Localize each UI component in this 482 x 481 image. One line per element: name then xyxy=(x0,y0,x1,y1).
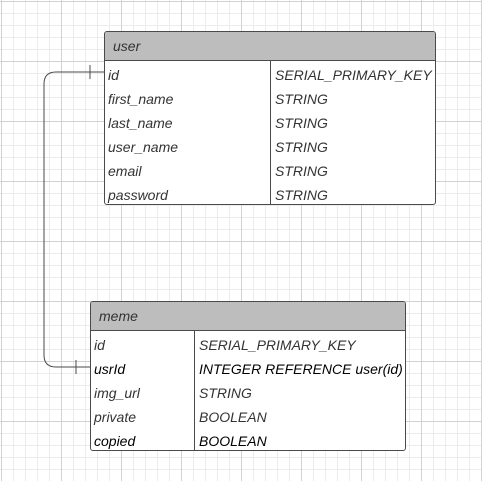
field-name: first_name xyxy=(108,91,174,107)
field-name: private xyxy=(94,409,137,425)
relationship-line xyxy=(43,71,104,368)
field-row[interactable]: copied BOOLEAN xyxy=(91,429,405,450)
field-type: STRING xyxy=(275,187,328,203)
field-row[interactable]: password STRING xyxy=(105,183,435,204)
field-name: email xyxy=(108,163,142,179)
field-type: STRING xyxy=(199,385,252,401)
field-type: STRING xyxy=(275,139,328,155)
entity-meme-header: meme xyxy=(91,302,405,331)
field-row[interactable]: private BOOLEAN xyxy=(91,405,405,429)
field-name: copied xyxy=(94,433,136,449)
field-name: last_name xyxy=(108,115,173,131)
field-type: STRING xyxy=(275,163,328,179)
field-type: BOOLEAN xyxy=(199,433,267,449)
field-row[interactable]: email STRING xyxy=(105,159,435,183)
entity-user-header: user xyxy=(105,32,435,61)
entity-meme-fields: id SERIAL_PRIMARY_KEY usrId INTEGER REFEREN… xyxy=(91,331,405,450)
field-name: img_url xyxy=(94,385,140,401)
field-name: id xyxy=(108,67,119,83)
field-row[interactable]: id SERIAL_PRIMARY_KEY xyxy=(91,333,405,357)
field-row[interactable]: img_url STRING xyxy=(91,381,405,405)
field-row[interactable]: id SERIAL_PRIMARY_KEY xyxy=(105,63,435,87)
column-divider xyxy=(194,331,195,450)
field-type: INTEGER REFERENCE user(id) xyxy=(199,361,403,377)
field-name: password xyxy=(108,187,168,203)
field-row[interactable]: usrId INTEGER REFERENCE user(id) xyxy=(91,357,405,381)
field-type: SERIAL_PRIMARY_KEY xyxy=(275,67,432,83)
field-name: usrId xyxy=(94,361,126,377)
column-divider xyxy=(270,61,271,204)
field-type: BOOLEAN xyxy=(199,409,267,425)
field-name: user_name xyxy=(108,139,179,155)
entity-meme[interactable]: meme id SERIAL_PRIMARY_KEY usrId INTEGER RE… xyxy=(90,301,406,451)
field-row[interactable]: first_name STRING xyxy=(105,87,435,111)
field-name: id xyxy=(94,337,105,353)
field-type: STRING xyxy=(275,91,328,107)
field-type: STRING xyxy=(275,115,328,131)
field-type: SERIAL_PRIMARY_KEY xyxy=(199,337,356,353)
field-row[interactable]: last_name STRING xyxy=(105,111,435,135)
field-row[interactable]: user_name STRING xyxy=(105,135,435,159)
